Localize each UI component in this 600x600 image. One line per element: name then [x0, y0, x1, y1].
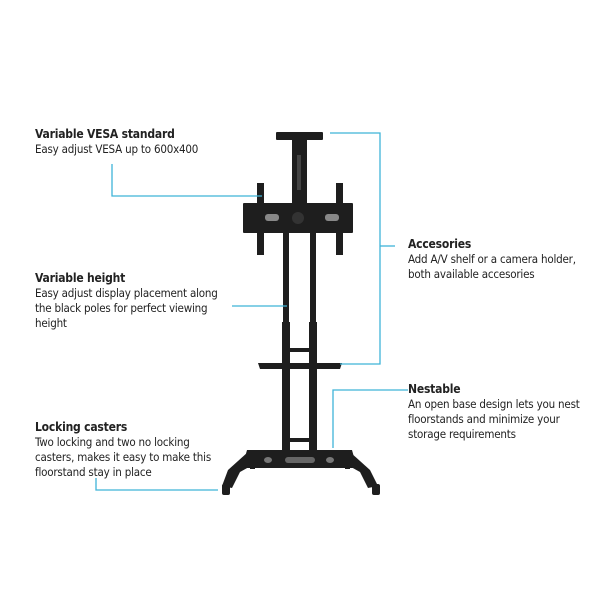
callout-title: Variable VESA standard	[35, 127, 175, 141]
callout-title: Nestable	[408, 382, 461, 396]
base-leg-right	[342, 452, 378, 488]
callout-title: Accesories	[408, 237, 472, 251]
callout-title: Variable height	[35, 271, 126, 285]
nestable-leader-line	[332, 389, 408, 448]
callout-description: Easy adjust display placement along the …	[35, 286, 218, 330]
vesa-leader-line	[111, 164, 262, 197]
callout-description: An open base design lets you nest floors…	[408, 397, 580, 441]
caster	[250, 462, 255, 469]
callout-description: Two locking and two no locking casters, …	[35, 435, 212, 479]
callout-lines	[95, 132, 408, 491]
callout-title: Locking casters	[35, 420, 128, 434]
callout-casters: Locking casters Two locking and two no l…	[35, 420, 225, 480]
casters-leader-line	[95, 478, 218, 491]
callout-nestable: Nestable An open base design lets you ne…	[408, 382, 588, 442]
caster	[372, 484, 380, 495]
callout-height: Variable height Easy adjust display plac…	[35, 271, 235, 331]
caster	[345, 462, 350, 469]
accessories-leader-line	[330, 132, 381, 365]
callout-description: Easy adjust VESA up to 600x400	[35, 142, 199, 156]
pole-crossbar	[289, 348, 310, 352]
caster	[222, 484, 230, 495]
camera-shelf-top	[276, 132, 323, 140]
callout-accessories: Accesories Add A/V shelf or a camera hol…	[408, 237, 588, 282]
callout-description: Add A/V shelf or a camera holder, both a…	[408, 252, 576, 281]
av-shelf	[258, 363, 342, 369]
floorstand	[222, 132, 380, 495]
callout-vesa: Variable VESA standard Easy adjust VESA …	[35, 127, 198, 157]
base-leg-left	[222, 452, 258, 488]
